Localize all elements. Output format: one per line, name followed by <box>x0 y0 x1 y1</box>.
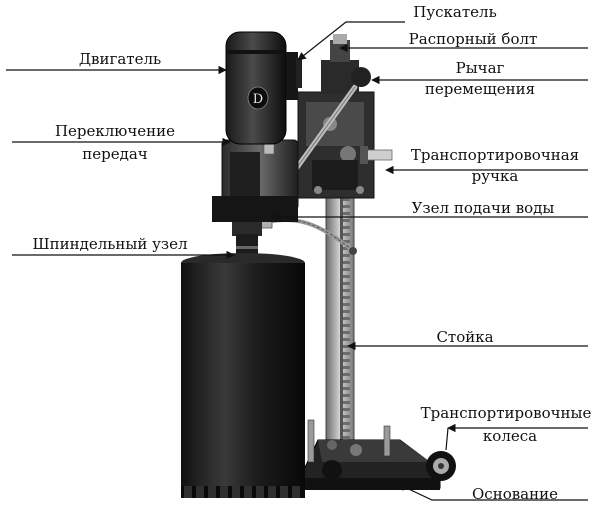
label-lever-1: Рычаг <box>455 59 505 77</box>
column <box>325 179 355 466</box>
rack-tooth <box>343 401 350 404</box>
label-gear-shift-1: Переключение <box>54 122 176 140</box>
rack-tooth <box>343 240 350 243</box>
rack-tooth <box>343 394 350 397</box>
bit-segment <box>292 486 300 498</box>
label-expansion-bolt: Распорный болт <box>408 30 538 48</box>
rack-tooth <box>343 212 350 215</box>
label-wheels-1: Транспортировочные <box>420 404 592 422</box>
transport-handle <box>360 146 393 164</box>
rack-tooth <box>343 303 350 306</box>
motor: D <box>225 31 302 145</box>
label-transport-handle-2: ручка <box>471 167 519 185</box>
rack-tooth <box>343 268 350 271</box>
rack-tooth <box>343 226 350 229</box>
rack-tooth <box>343 373 350 376</box>
bit-segment <box>196 486 204 498</box>
rack-tooth <box>343 296 350 299</box>
rack-tooth <box>343 415 350 418</box>
label-transport-handle-1: Транспортировочная <box>410 146 580 164</box>
rack-tooth <box>343 422 350 425</box>
transport-wheels <box>322 451 456 481</box>
bit-segment <box>244 486 252 498</box>
core-bit <box>181 253 305 498</box>
rack-tooth <box>343 366 350 369</box>
bit-segment <box>232 486 240 498</box>
leader-puskatel <box>297 21 405 61</box>
rack-tooth <box>343 408 350 411</box>
rack-tooth <box>343 317 350 320</box>
base <box>258 419 441 490</box>
bit-segment <box>184 486 192 498</box>
label-motor: Двигатель <box>78 50 162 68</box>
rack-tooth <box>343 261 350 264</box>
expansion-bolt <box>321 34 359 94</box>
rack-tooth <box>343 275 350 278</box>
rack-tooth <box>343 233 350 236</box>
motor-badge: D <box>253 92 263 107</box>
core-bit-segments <box>184 486 300 498</box>
bit-segment <box>220 486 228 498</box>
rack-tooth <box>343 429 350 432</box>
gearbox <box>212 137 299 222</box>
bit-segment <box>256 486 264 498</box>
label-gear-shift-2: передач <box>82 145 148 163</box>
rack-tooth <box>343 198 350 201</box>
rack-tooth <box>343 247 350 250</box>
carriage <box>297 91 375 199</box>
rack-tooth <box>343 331 350 334</box>
rack-tooth <box>343 345 350 348</box>
rack-tooth <box>343 436 350 439</box>
rack-tooth <box>343 380 350 383</box>
rack-tooth <box>343 289 350 292</box>
rack-tooth <box>343 282 350 285</box>
rack-tooth <box>343 338 350 341</box>
bit-segment <box>208 486 216 498</box>
label-spindle: Шпиндельный узел <box>32 235 188 253</box>
leader-osnovanie <box>397 483 588 501</box>
label-starter: Пускатель <box>413 3 497 21</box>
label-wheels-2: колеса <box>482 427 538 445</box>
label-water-feed: Узел подачи воды <box>411 199 555 217</box>
label-column: Стойка <box>436 328 494 346</box>
rack-tooth <box>343 387 350 390</box>
rack-tooth <box>343 352 350 355</box>
rack-tooth <box>343 324 350 327</box>
rack-tooth <box>343 219 350 222</box>
label-base: Основание <box>472 485 558 503</box>
rack-tooth <box>343 254 350 257</box>
leader-kolesa-2 <box>445 427 449 451</box>
label-lever-2: перемещения <box>424 80 536 98</box>
leader-lines <box>6 21 588 501</box>
rack-tooth <box>343 359 350 362</box>
bit-segment <box>268 486 276 498</box>
bit-segment <box>280 486 288 498</box>
rack-tooth <box>343 310 350 313</box>
rack-tooth <box>343 205 350 208</box>
